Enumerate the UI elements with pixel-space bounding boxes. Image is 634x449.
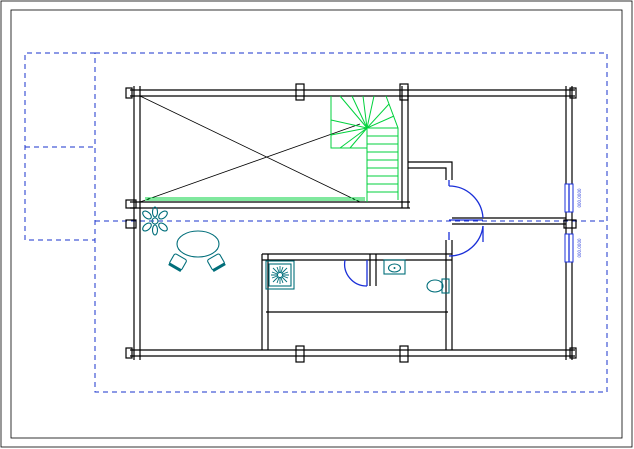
shower-icon [265,260,295,290]
sink-icon [383,259,406,275]
table-icon [176,230,220,258]
staircase [330,95,399,202]
chair-icon [207,253,226,272]
window-right-upper [564,183,574,213]
dashed-outline [24,52,608,393]
window-label-upper: 000.0000 [577,188,582,208]
outer-walls [130,86,575,360]
window-label-lower: 000.0000 [577,238,582,258]
interior-walls [130,86,566,350]
void-cross [139,95,365,203]
log-ends [125,83,577,363]
chair-icon [168,253,187,272]
window-right-lower [564,233,574,263]
plant-icon [142,206,168,236]
doors [343,180,484,287]
toilet-icon [426,278,450,294]
